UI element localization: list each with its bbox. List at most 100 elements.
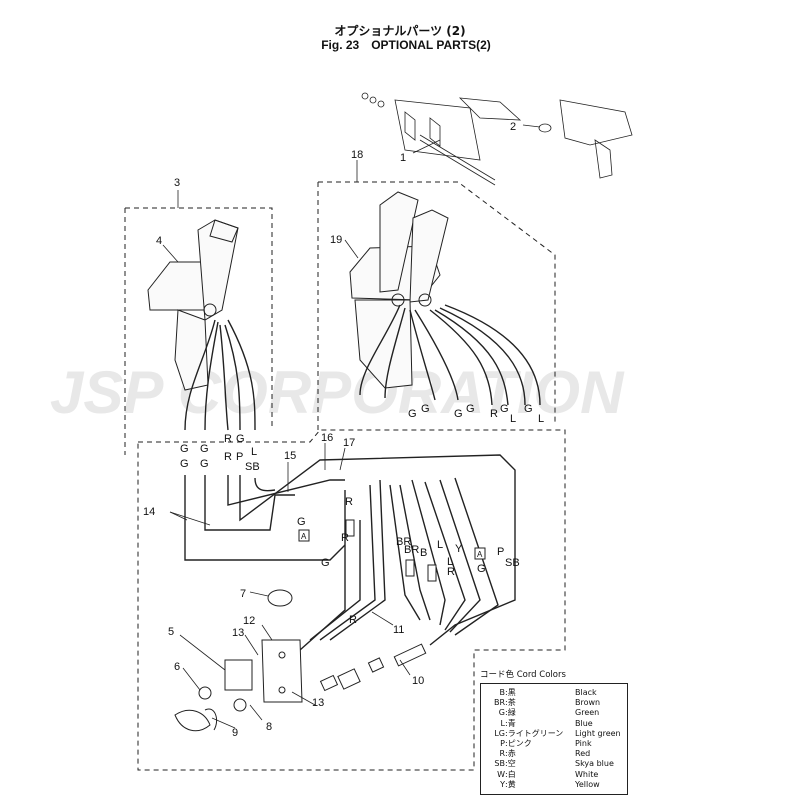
- wire-label: G: [180, 458, 189, 470]
- callout-2: 2: [510, 121, 516, 133]
- wire-label: SB: [245, 461, 260, 473]
- callout-19: 19: [330, 234, 342, 246]
- marker-box-a-right: [474, 547, 486, 560]
- wire-label: R: [345, 496, 353, 508]
- legend-row: LG:ライトグリーン Light green: [487, 729, 621, 739]
- legend-en: Green: [575, 708, 600, 718]
- marker-a-left-label: A: [301, 532, 307, 541]
- leader-lines: [162, 124, 541, 729]
- legend-en: Red: [575, 749, 591, 759]
- callout-12: 12: [243, 615, 255, 627]
- wire-label: G: [236, 433, 245, 445]
- legend-code: G: [498, 708, 505, 718]
- wire-label: P: [497, 546, 504, 558]
- legend-jp: :ライトグリーン: [505, 728, 564, 738]
- legend-jp: :白: [505, 769, 516, 779]
- callout-16: 16: [321, 432, 333, 444]
- legend-code: LG: [494, 728, 505, 738]
- legend-row: SB:空 Skya blue: [487, 759, 621, 769]
- wire-label: G: [500, 403, 509, 415]
- wire-label: R: [490, 408, 498, 420]
- legend-code: R: [499, 749, 505, 759]
- wire-label: R: [349, 614, 357, 626]
- legend-row: Y:黄 Yellow: [487, 780, 621, 790]
- legend-en: White: [575, 769, 599, 779]
- wire-label: BR: [404, 544, 419, 556]
- legend-jp: :青: [505, 718, 516, 728]
- legend-en: Black: [575, 688, 597, 697]
- callout-11: 11: [393, 624, 404, 636]
- legend-row: BR:茶 Brown: [487, 698, 621, 708]
- wire-label: R: [341, 532, 349, 544]
- legend-jp: :空: [505, 759, 516, 769]
- legend-en: Skya blue: [575, 759, 614, 769]
- callout-10: 10: [412, 675, 424, 687]
- wire-label: Y: [455, 543, 463, 555]
- legend-jp: :緑: [505, 708, 516, 718]
- legend-jp: :赤: [505, 749, 516, 759]
- wire-label: R: [224, 451, 232, 463]
- left-box-wires: [184, 319, 256, 431]
- wire-label: G: [421, 403, 430, 415]
- legend-code: Y: [500, 779, 505, 789]
- callout-7: 7: [240, 588, 246, 600]
- wire-label: G: [200, 443, 209, 455]
- legend-code: P: [500, 739, 505, 749]
- wire-label: L: [251, 446, 257, 458]
- twin-box-wires: [359, 304, 541, 406]
- legend-row: G:緑 Green: [487, 708, 621, 718]
- legend-en: Yellow: [575, 779, 600, 789]
- legend-code: W: [497, 769, 505, 779]
- callout-1: 1: [400, 152, 406, 164]
- main-harness: [184, 454, 516, 651]
- callout-13-lower: 13: [312, 697, 324, 709]
- marker-a-right-label: A: [477, 550, 483, 559]
- callout-6: 6: [174, 661, 180, 673]
- legend-en: Blue: [575, 718, 593, 728]
- connectors: [319, 519, 437, 692]
- legend-code: BR: [493, 698, 505, 708]
- legend-row: W:白 White: [487, 770, 621, 780]
- mounting-bracket-part: [361, 92, 522, 186]
- callout-9: 9: [232, 727, 238, 739]
- figure-title-english: OPTIONAL PARTS(2): [371, 38, 491, 52]
- wire-label: G: [297, 516, 306, 528]
- wire-label: G: [321, 557, 330, 569]
- callout-5: 5: [168, 626, 174, 638]
- wire-label: R: [224, 433, 232, 445]
- legend-en: Light green: [575, 728, 621, 738]
- wire-label: P: [236, 451, 243, 463]
- remote-control-box-twin: [349, 191, 449, 389]
- legend-code: SB: [494, 759, 505, 769]
- legend-jp: :黒: [505, 688, 516, 697]
- marker-box-a-left: [298, 529, 310, 542]
- group-boundary-right: [318, 181, 556, 422]
- legend-jp: :茶: [505, 698, 516, 708]
- legend-row: R:赤 Red: [487, 749, 621, 759]
- wire-label: G: [408, 408, 417, 420]
- legend-title: コード色 Cord Colors: [480, 670, 566, 680]
- callout-3: 3: [174, 177, 180, 189]
- group-boundary-harness: [137, 429, 566, 771]
- wire-label: SB: [505, 557, 520, 569]
- wire-label: B: [420, 547, 427, 559]
- legend-jp: :黄: [505, 779, 516, 789]
- wire-label: L: [538, 413, 544, 425]
- engine-top-part: [538, 99, 633, 179]
- legend-en: Brown: [575, 698, 601, 708]
- legend-code: B: [499, 688, 506, 697]
- wire-label: L: [437, 539, 443, 551]
- key-switch-assembly: [174, 589, 303, 732]
- wire-label: G: [454, 408, 463, 420]
- wire-label: G: [477, 563, 486, 575]
- wire-label: BR: [396, 536, 411, 548]
- watermark: JSP CORPORATION: [50, 359, 625, 426]
- watermark-text: JSP CORPORATION: [50, 359, 625, 426]
- wire-label: G: [466, 403, 475, 415]
- callout-14: 14: [143, 506, 155, 518]
